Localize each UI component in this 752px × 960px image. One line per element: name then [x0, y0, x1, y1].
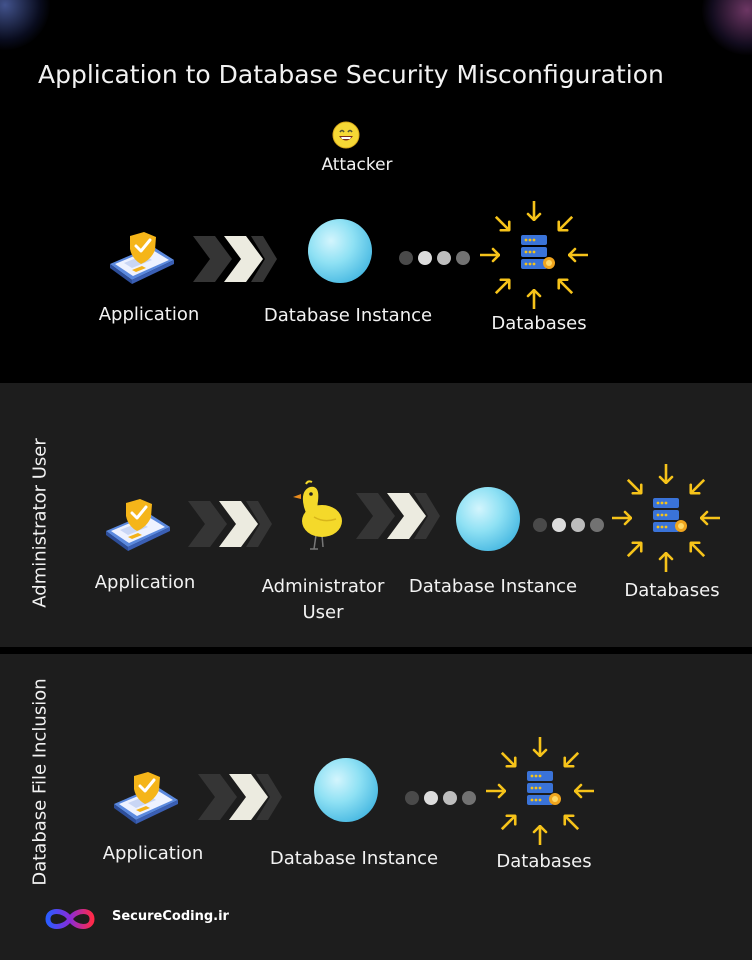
connection-dot	[571, 518, 585, 532]
connection-dot	[552, 518, 566, 532]
application-label: Application	[94, 572, 196, 593]
application-phone-icon	[102, 226, 182, 286]
section-side-label: Administrator User	[29, 438, 51, 608]
connection-dot	[418, 251, 432, 265]
application-phone-icon	[106, 766, 186, 826]
connection-dot	[399, 251, 413, 265]
database-instance-label: Database Instance	[269, 848, 439, 869]
databases-server-icon	[474, 200, 594, 310]
administrator-user-label: Administrator User	[262, 574, 385, 626]
connection-dot	[437, 251, 451, 265]
brand-name[interactable]: SecureCoding.ir	[112, 909, 229, 924]
attacker-emoji-icon	[332, 121, 360, 149]
connection-dots	[399, 251, 470, 265]
administrator-duck-icon	[290, 479, 350, 559]
administrator-label-line2: User	[302, 602, 344, 624]
connection-dot	[590, 518, 604, 532]
connection-dots	[533, 518, 604, 532]
database-instance-orb	[314, 758, 378, 822]
application-label: Application	[98, 304, 200, 325]
databases-label: Databases	[624, 580, 720, 601]
connection-dot	[533, 518, 547, 532]
connection-dot	[405, 791, 419, 805]
connection-dot	[424, 791, 438, 805]
databases-server-icon	[606, 463, 726, 573]
corner-glow-left	[0, 0, 50, 50]
database-instance-label: Database Instance	[408, 576, 578, 597]
connection-dot	[443, 791, 457, 805]
flow-chevrons-icon	[193, 236, 277, 282]
attacker-label: Attacker	[321, 155, 393, 175]
section-side-label: Database File Inclusion	[29, 678, 51, 886]
application-phone-icon	[98, 493, 178, 553]
infinity-logo-icon	[45, 909, 95, 929]
administrator-label-line1: Administrator	[261, 576, 385, 597]
connection-dot	[456, 251, 470, 265]
section-administrator-user: Administrator User Application Administr…	[0, 383, 752, 647]
database-instance-label: Database Instance	[263, 305, 433, 326]
database-instance-orb	[456, 487, 520, 551]
corner-glow-right	[702, 0, 752, 55]
section-database-file-inclusion: Database File Inclusion Application Data…	[0, 654, 752, 960]
connection-dot	[462, 791, 476, 805]
page-title: Application to Database Security Misconf…	[38, 60, 664, 89]
flow-chevrons-icon	[356, 493, 440, 539]
databases-label: Databases	[491, 313, 587, 334]
connection-dots	[405, 791, 476, 805]
application-label: Application	[102, 843, 204, 864]
flow-chevrons-icon	[188, 501, 272, 547]
databases-server-icon	[480, 736, 600, 846]
database-instance-orb	[308, 219, 372, 283]
databases-label: Databases	[496, 851, 592, 872]
flow-chevrons-icon	[198, 774, 282, 820]
